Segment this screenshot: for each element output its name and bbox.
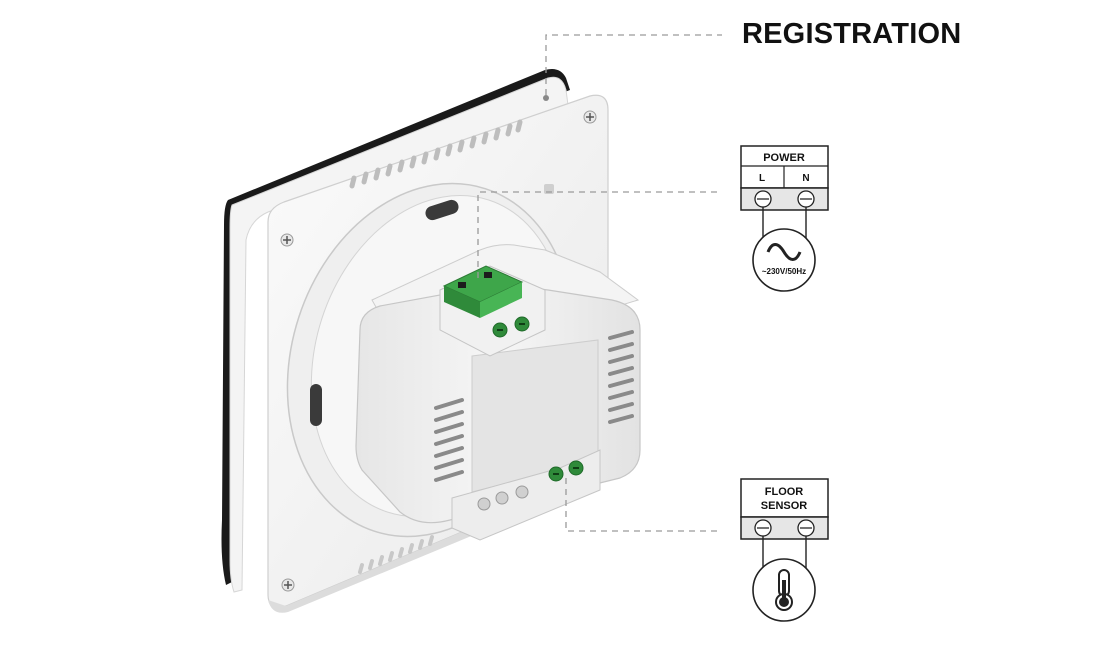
floor-sensor-title-line2: SENSOR xyxy=(761,500,808,512)
housing-vents-left xyxy=(434,398,464,482)
housing-vents-right xyxy=(608,330,634,424)
sine-wave-icon xyxy=(766,243,802,261)
sensor-terminal-block xyxy=(451,449,601,541)
floor-sensor-callout: FLOOR SENSOR xyxy=(740,478,829,622)
terminal-n-label: N xyxy=(802,173,809,184)
front-bezel xyxy=(229,76,569,593)
power-title: POWER xyxy=(763,152,805,164)
floor-sensor-title-line1: FLOOR xyxy=(765,486,804,498)
screw-icon xyxy=(280,233,294,247)
ac-source-symbol xyxy=(752,228,816,292)
leader-floor-sensor xyxy=(565,478,722,532)
top-vents xyxy=(349,119,523,189)
leader-lines xyxy=(477,34,722,532)
power-source-label: ~230V/50Hz xyxy=(762,267,806,276)
ring-slot xyxy=(310,384,322,426)
screw-icon xyxy=(583,110,597,124)
thermometer-icon xyxy=(775,569,793,611)
thermostat-device xyxy=(221,69,641,613)
leader-registration xyxy=(545,34,722,95)
bottom-vents xyxy=(358,535,434,574)
power-terminal-block xyxy=(439,265,546,357)
terminal-l-label: L xyxy=(759,173,765,184)
power-callout: POWER L N ~230V/50Hz xyxy=(740,145,829,292)
registration-label: REGISTRATION xyxy=(742,18,962,50)
screw-icon xyxy=(281,578,295,592)
ring-slot xyxy=(425,199,459,221)
registration-hole xyxy=(543,95,549,101)
